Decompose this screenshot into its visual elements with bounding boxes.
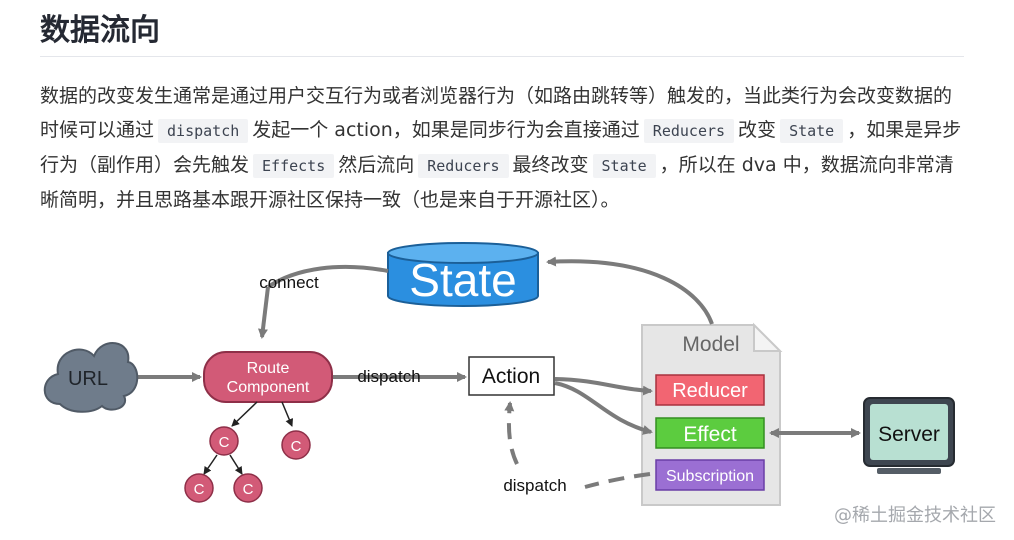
paragraph-text: 然后流向 — [338, 154, 415, 176]
route-component: Route Component — [203, 351, 333, 403]
inline-code: Reducers — [418, 154, 509, 178]
svg-text:C: C — [243, 481, 254, 498]
state-store: State — [387, 242, 539, 307]
paragraph-text: ，如果是异步行为（副作用）会先触发 — [40, 119, 962, 176]
svg-text:C: C — [291, 438, 302, 455]
paragraph-text: 改变 — [738, 119, 777, 141]
subscription-dispatch-dash — [584, 472, 651, 489]
component-tree: C C C C — [184, 401, 311, 503]
server-monitor: Server — [863, 397, 955, 474]
reducer-box: Reducer — [655, 374, 765, 406]
paragraph-text: 数据的改变发生通常是通过用户交互行为或者浏览器行为（如路由跳转等）触发的，当此类… — [40, 85, 953, 141]
model-label: Model — [682, 333, 739, 356]
reducer-label: Reducer — [672, 380, 748, 402]
svg-text:C: C — [194, 481, 205, 498]
action-label: Action — [482, 365, 540, 388]
connect-label: connect — [259, 273, 319, 292]
component-node: C — [184, 473, 214, 503]
subscription-label: Subscription — [666, 468, 754, 485]
action-box: Action — [468, 356, 555, 396]
subscription-box: Subscription — [655, 459, 765, 491]
component-node: C — [209, 426, 239, 456]
heading-divider — [40, 56, 964, 57]
server-label: Server — [878, 423, 940, 446]
model-to-state-arrow — [546, 256, 714, 325]
component-node: C — [233, 473, 263, 503]
paragraph-text: 发起一个 action，如果是同步行为会直接通过 — [252, 119, 640, 141]
paragraph-text: 最终改变 — [512, 154, 589, 176]
effect-box: Effect — [655, 417, 765, 449]
inline-code: Reducers — [643, 119, 735, 143]
connect-arrow-head — [257, 286, 270, 339]
action-to-effect-arrow — [554, 381, 653, 435]
route-label-line2: Component — [227, 379, 310, 396]
inline-code: State — [780, 119, 844, 143]
section-heading: 数据流向 — [40, 13, 160, 48]
url-label: URL — [68, 368, 108, 390]
body-paragraph: 数据的改变发生通常是通过用户交互行为或者浏览器行为（如路由跳转等）触发的，当此类… — [40, 79, 970, 217]
inline-code: dispatch — [158, 119, 249, 143]
state-label: State — [409, 254, 516, 306]
connect-arrow-line — [266, 264, 389, 289]
paragraph-text: ，所以在 dva 中，数据流向非常清晰简明，并且思路基本跟开源社区保持一致（也是… — [40, 154, 954, 211]
inline-code: State — [592, 154, 656, 178]
url-cloud: URL — [43, 342, 139, 413]
action-to-reducer-arrow — [554, 377, 653, 396]
effect-label: Effect — [683, 423, 736, 446]
dispatch-label: dispatch — [357, 367, 420, 386]
watermark: @稀土掘金技术社区 — [834, 505, 996, 526]
svg-text:C: C — [219, 434, 230, 451]
route-label-line1: Route — [247, 360, 290, 377]
dispatch-to-action-dash — [504, 401, 519, 465]
dva-data-flow-diagram: State Model URL Route Component C — [43, 242, 955, 506]
inline-code: Effects — [253, 154, 335, 178]
component-node: C — [281, 430, 311, 460]
subscription-dispatch-label: dispatch — [503, 476, 566, 495]
